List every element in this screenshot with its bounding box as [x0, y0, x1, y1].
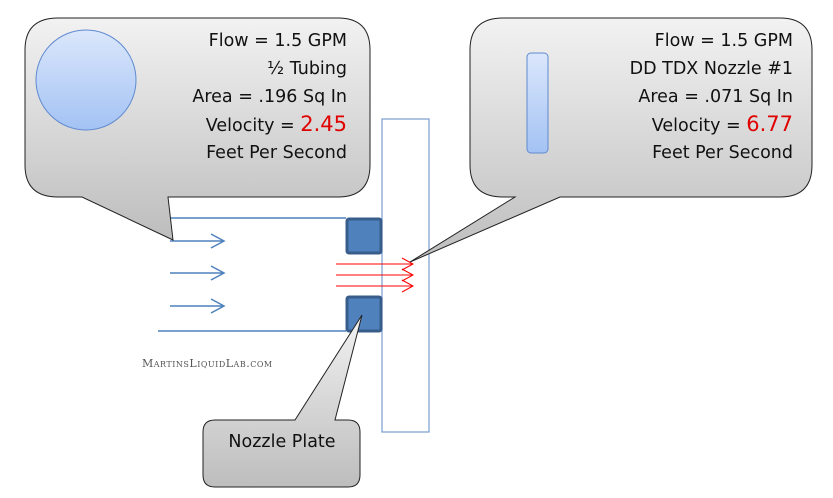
right-flow: Flow = 1.5 GPM: [655, 31, 793, 51]
right-unit: Feet Per Second: [652, 143, 793, 163]
nozzle-plate-callout: [202, 314, 363, 488]
left-unit: Feet Per Second: [206, 143, 347, 163]
nozzle-slot-icon: [526, 52, 549, 154]
left-area: Area = .196 Sq In: [192, 87, 347, 107]
right-area: Area = .071 Sq In: [638, 87, 793, 107]
right-velocity: Velocity = 6.77: [652, 112, 793, 136]
nozzle-callout: [409, 17, 813, 263]
left-label: ½ Tubing: [267, 59, 347, 79]
watermark: MartinsLiquidLab.com: [142, 357, 273, 370]
right-label: DD TDX Nozzle #1: [630, 59, 793, 79]
left-flow: Flow = 1.5 GPM: [209, 31, 347, 51]
nozzle-block-top: [345, 217, 383, 255]
right-velocity-value: 6.77: [746, 112, 793, 136]
left-velocity-value: 2.45: [300, 112, 347, 136]
flow-arrows: [170, 233, 226, 314]
tubing-cross-section-icon: [35, 29, 137, 131]
nozzle-plate-label: Nozzle Plate: [228, 432, 335, 452]
left-velocity: Velocity = 2.45: [206, 112, 347, 136]
nozzle-block-bottom: [345, 295, 383, 333]
jet-arrows: [336, 257, 415, 293]
